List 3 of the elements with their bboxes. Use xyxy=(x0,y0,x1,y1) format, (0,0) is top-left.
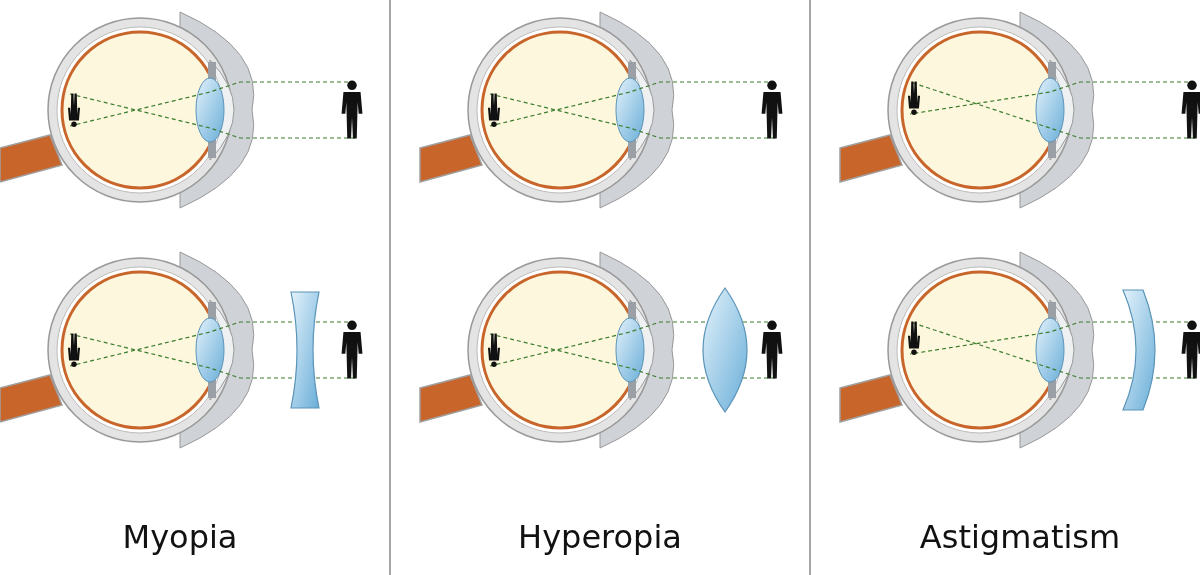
panel-title: Hyperopia xyxy=(518,518,682,556)
panel-title: Myopia xyxy=(122,518,238,556)
panel-title: Astigmatism xyxy=(919,518,1121,556)
